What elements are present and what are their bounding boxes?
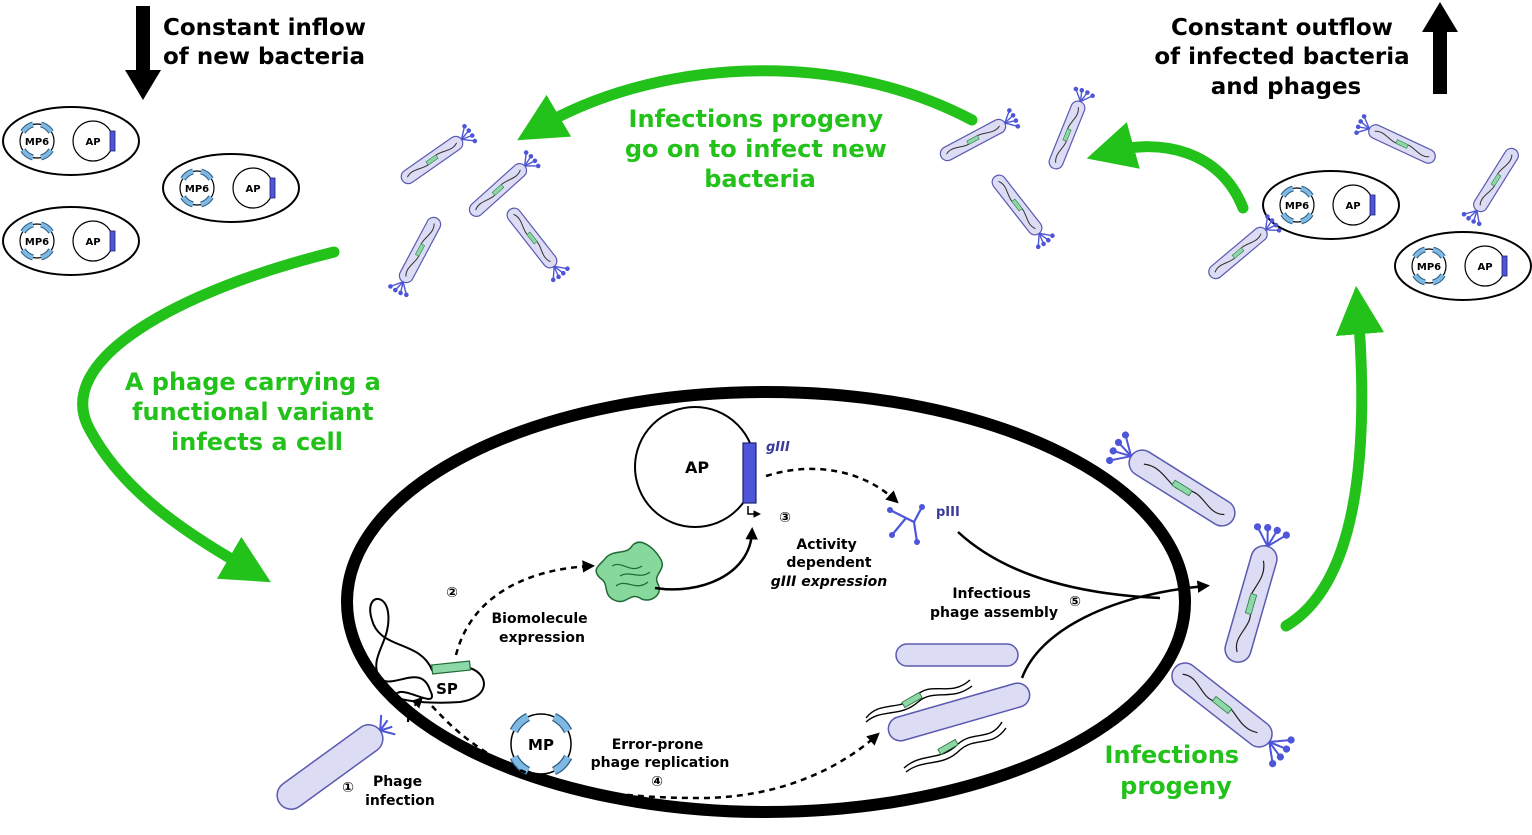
infecting-phage — [276, 714, 396, 810]
step-label-line: Error-prone — [612, 737, 704, 753]
phage — [935, 106, 1023, 168]
protein-to-ap-arrow — [654, 527, 758, 591]
step-2-label: Biomolecule expression — [491, 611, 592, 646]
step-label-line: dependent — [786, 555, 871, 571]
phage — [1459, 142, 1526, 229]
bacterium-cell: MP6 AP — [1395, 232, 1531, 300]
step-5-number: ⑤ — [1069, 594, 1081, 610]
mp6-label: MP6 — [1417, 262, 1441, 273]
ap-label: AP — [245, 184, 260, 195]
step-label-line: Biomolecule — [491, 611, 587, 627]
bacterium-cell: MP6 AP — [3, 207, 139, 275]
step-label-line: infection — [365, 793, 435, 809]
phage — [985, 168, 1057, 252]
step2-arrow — [454, 560, 595, 656]
accessory-plasmid: AP — [634, 406, 761, 528]
step-1-number: ① — [342, 780, 354, 796]
progeny-infect-label-line: Infections progeny — [629, 105, 884, 133]
inflow-arrow — [125, 6, 161, 100]
ap-label: AP — [85, 137, 100, 148]
outflow-label-line: Constant outflow — [1171, 15, 1393, 41]
phage — [395, 121, 480, 191]
step-label-line: Phage — [373, 774, 422, 790]
progeny-label-line: Infections — [1105, 741, 1240, 769]
ap-label: AP — [85, 237, 100, 248]
outflow-label-line: and phages — [1211, 74, 1361, 100]
step1-arrow — [406, 696, 424, 723]
progeny-label-line: progeny — [1120, 772, 1232, 800]
step-label-line: Activity — [796, 537, 856, 553]
bacterium-cell: MP6 AP — [163, 154, 299, 222]
outflow-arrow — [1422, 2, 1458, 94]
mp6-label: MP6 — [25, 137, 49, 148]
phage — [1202, 211, 1284, 286]
outflow-label: Constant outflow of infected bacteria an… — [1154, 15, 1417, 100]
piii-to-assembly-arrow — [957, 531, 1161, 600]
outflow-label-line: of infected bacteria — [1154, 44, 1409, 70]
progeny-return-arrow — [517, 65, 978, 141]
biomolecule-protein — [595, 541, 663, 603]
step-3-number: ③ — [779, 510, 791, 526]
phage — [1042, 84, 1097, 174]
step-4-label: Error-prone phage replication — [591, 737, 730, 771]
host-cell — [341, 386, 1191, 818]
progeny-label: Infections progeny — [1105, 741, 1248, 800]
bacterium-cell: MP6 AP — [1263, 171, 1399, 239]
progeny-outflow-arrow — [1280, 285, 1385, 632]
phage — [462, 147, 543, 224]
bacterium-cell: MP6 AP — [3, 107, 139, 175]
phage — [386, 212, 448, 300]
mp6-label: MP6 — [185, 184, 209, 195]
step-label-line: phage replication — [591, 755, 730, 771]
functional-variant-label-line: functional variant — [132, 398, 374, 426]
functional-variant-label: A phage carrying a functional variant in… — [125, 368, 389, 456]
progeny-infect-label-line: go on to infect new — [625, 135, 887, 163]
replicated-genome — [903, 721, 1007, 773]
phage-capsid — [895, 643, 1019, 667]
ap-label: AP — [1345, 201, 1360, 212]
step-5-label: Infectious phage assembly — [930, 586, 1058, 621]
step4-arrow — [431, 705, 880, 800]
mutagenesis-plasmid: MP — [509, 712, 573, 776]
phage — [1351, 112, 1441, 171]
step-label-line: expression — [499, 630, 585, 646]
replicated-genome — [865, 679, 973, 723]
inflow-label-line: of new bacteria — [163, 44, 365, 70]
piii-protein — [887, 504, 925, 545]
step-3-label: Activity dependent — [786, 537, 871, 571]
mp6-label: MP6 — [1285, 201, 1309, 212]
step-1-label: Phage infection — [365, 774, 435, 809]
functional-variant-label-line: infects a cell — [171, 428, 343, 456]
progeny-infect-label: Infections progeny go on to infect new b… — [625, 105, 895, 193]
functional-variant-label-line: A phage carrying a — [125, 368, 381, 396]
phage-capsid — [887, 682, 1031, 742]
mp-label: MP — [528, 736, 554, 754]
step3-arrow — [765, 467, 899, 504]
step-4-number: ④ — [651, 774, 663, 790]
step-3-label-italic: gIII expression — [771, 574, 888, 590]
sp-label: SP — [436, 680, 458, 698]
outflow-to-phages-arrow — [1086, 122, 1249, 214]
piii-label: pIII — [936, 505, 960, 520]
selection-phage-genome: SP — [369, 597, 485, 704]
step-2-number: ② — [446, 585, 458, 601]
step-label-line: phage assembly — [930, 605, 1058, 621]
giii-gene-label: gIII — [766, 440, 790, 455]
inflow-label: Constant inflow of new bacteria — [163, 15, 374, 70]
progeny-phage — [1215, 519, 1293, 668]
phage — [500, 201, 572, 285]
ap-large-label: AP — [685, 458, 709, 477]
step5-arrow — [1020, 580, 1210, 679]
inflow-to-cell-arrow — [77, 246, 340, 583]
progeny-infect-label-line: bacteria — [704, 165, 816, 193]
inflow-label-line: Constant inflow — [163, 15, 366, 41]
ap-label: AP — [1477, 262, 1492, 273]
step-label-line: Infectious — [952, 586, 1030, 602]
mp6-label: MP6 — [25, 237, 49, 248]
